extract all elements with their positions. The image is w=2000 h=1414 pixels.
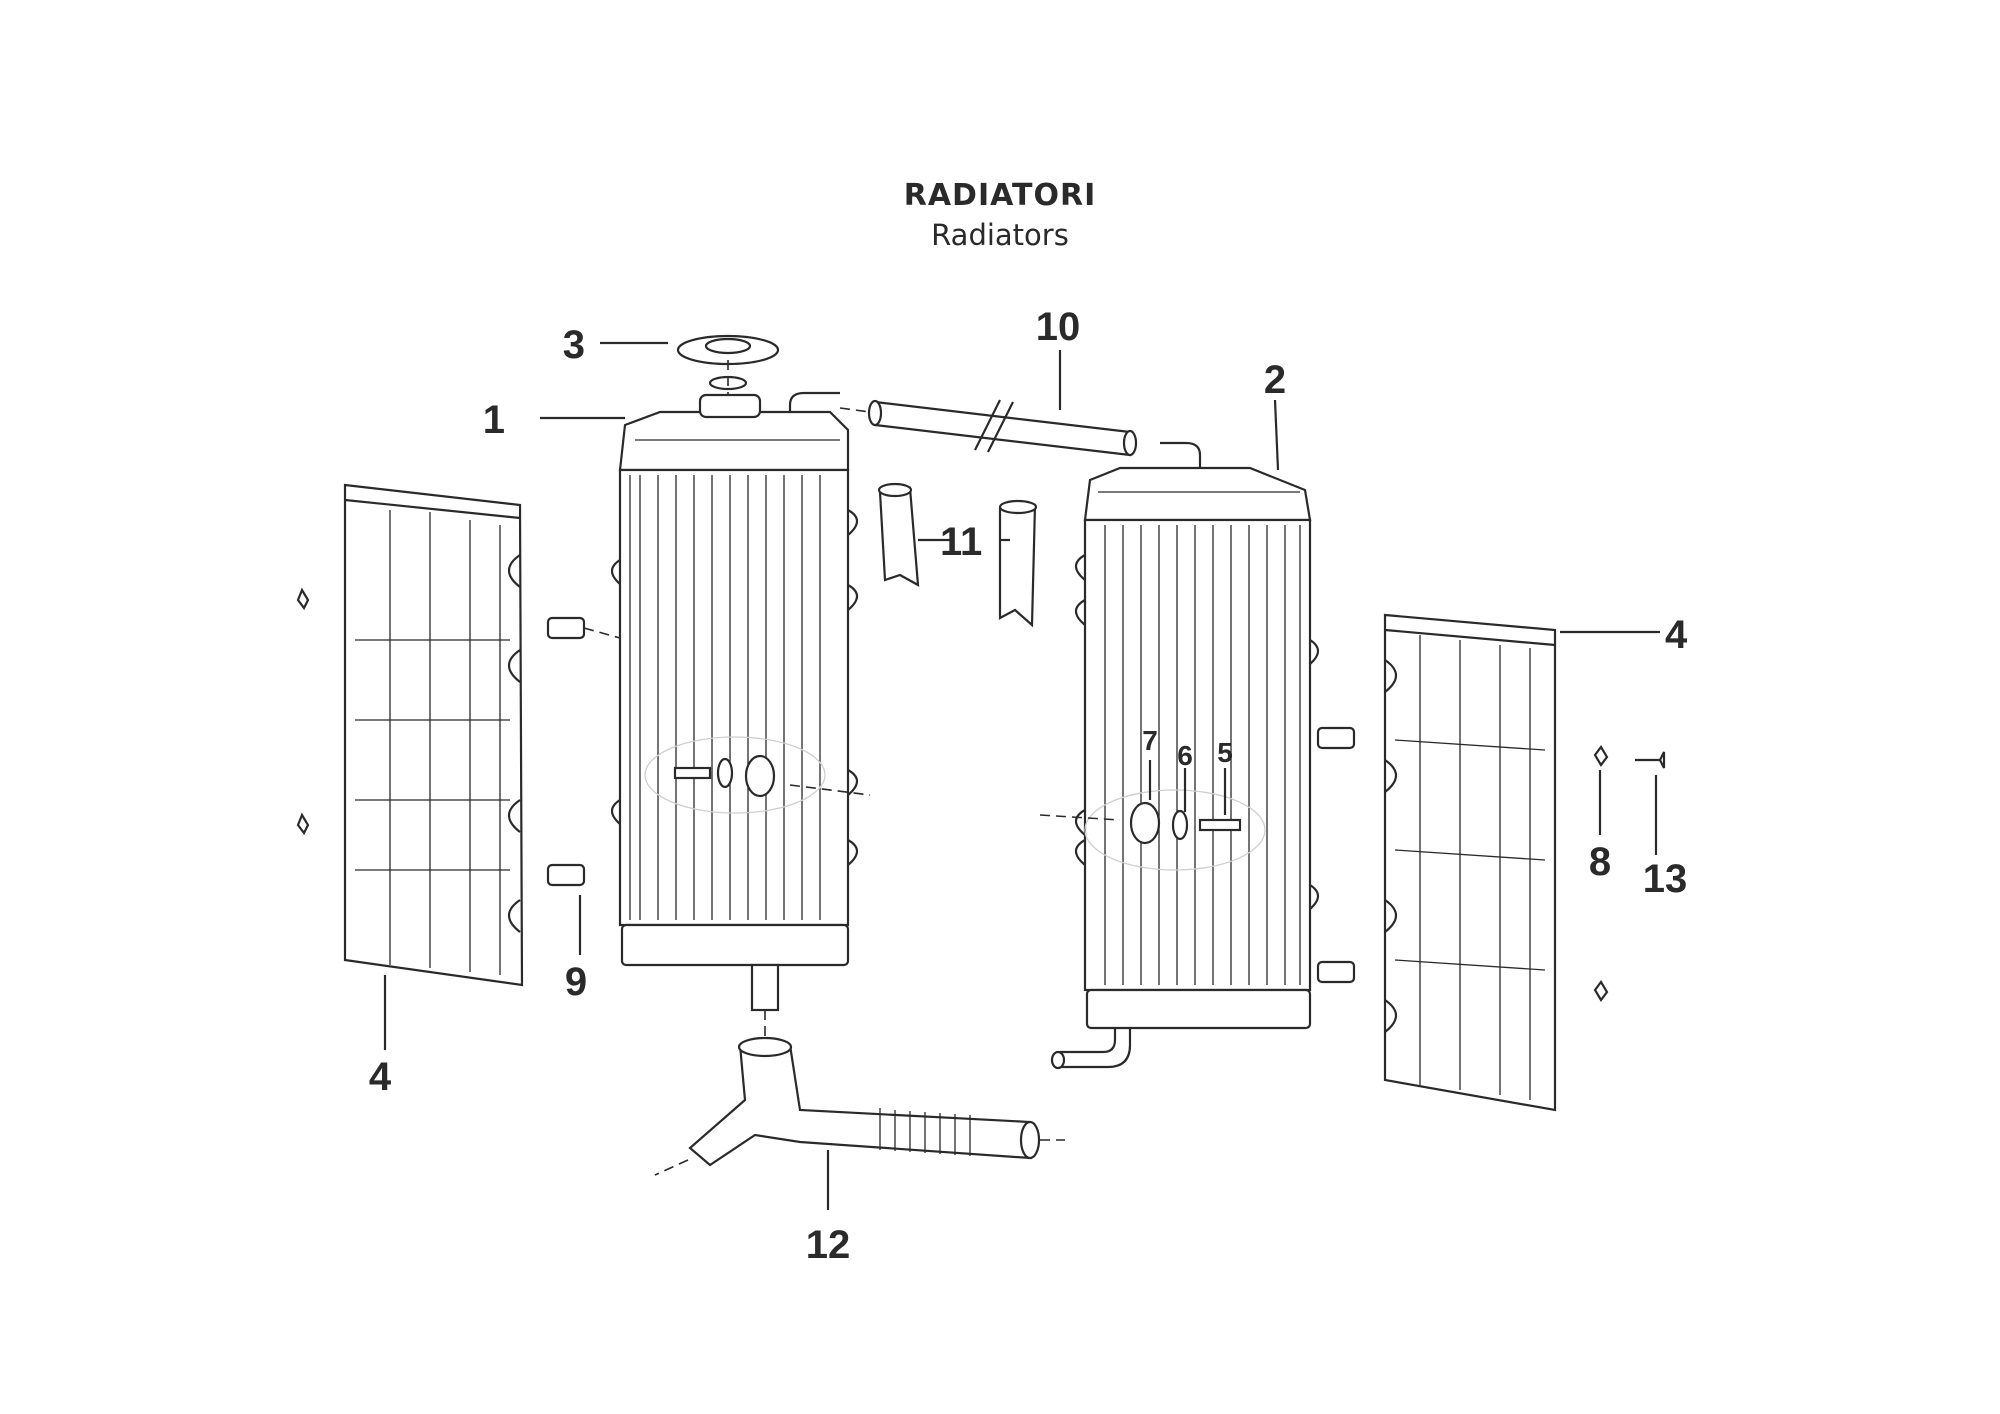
leader-lines bbox=[383, 341, 1660, 1210]
left-louver bbox=[343, 483, 524, 987]
callout-11: 11 bbox=[940, 520, 982, 564]
right-radiator-fins bbox=[1104, 525, 1301, 985]
callout-4-left: 4 bbox=[369, 1055, 392, 1099]
callout-13: 13 bbox=[1643, 857, 1688, 901]
callout-1: 1 bbox=[483, 398, 505, 442]
callout-6: 6 bbox=[1177, 740, 1193, 771]
left-bolt-cluster bbox=[644, 736, 871, 814]
right-radiator bbox=[1050, 441, 1320, 1070]
callout-9: 9 bbox=[565, 960, 587, 1004]
callout-12: 12 bbox=[806, 1223, 851, 1267]
callout-10: 10 bbox=[1036, 305, 1081, 349]
right-bolt-cluster bbox=[1039, 789, 1266, 871]
hose-pieces bbox=[877, 482, 1038, 628]
diagram-title: RADIATORI bbox=[903, 178, 1097, 213]
callout-8: 8 bbox=[1589, 840, 1611, 884]
callout-2: 2 bbox=[1264, 358, 1286, 402]
right-louver bbox=[1383, 613, 1557, 1112]
callout-7: 7 bbox=[1142, 725, 1158, 756]
left-radiator-fins bbox=[629, 475, 821, 920]
right-grommets bbox=[1316, 726, 1666, 1002]
callout-3: 3 bbox=[563, 323, 585, 367]
radiator-cap bbox=[676, 334, 780, 395]
lower-hose bbox=[654, 1010, 1065, 1176]
callout-4-right: 4 bbox=[1665, 613, 1688, 657]
callout-5: 5 bbox=[1217, 737, 1233, 768]
left-radiator bbox=[610, 391, 859, 1012]
upper-hose bbox=[839, 399, 1138, 457]
left-grommets bbox=[296, 587, 621, 887]
diagram-subtitle: Radiators bbox=[931, 218, 1069, 252]
